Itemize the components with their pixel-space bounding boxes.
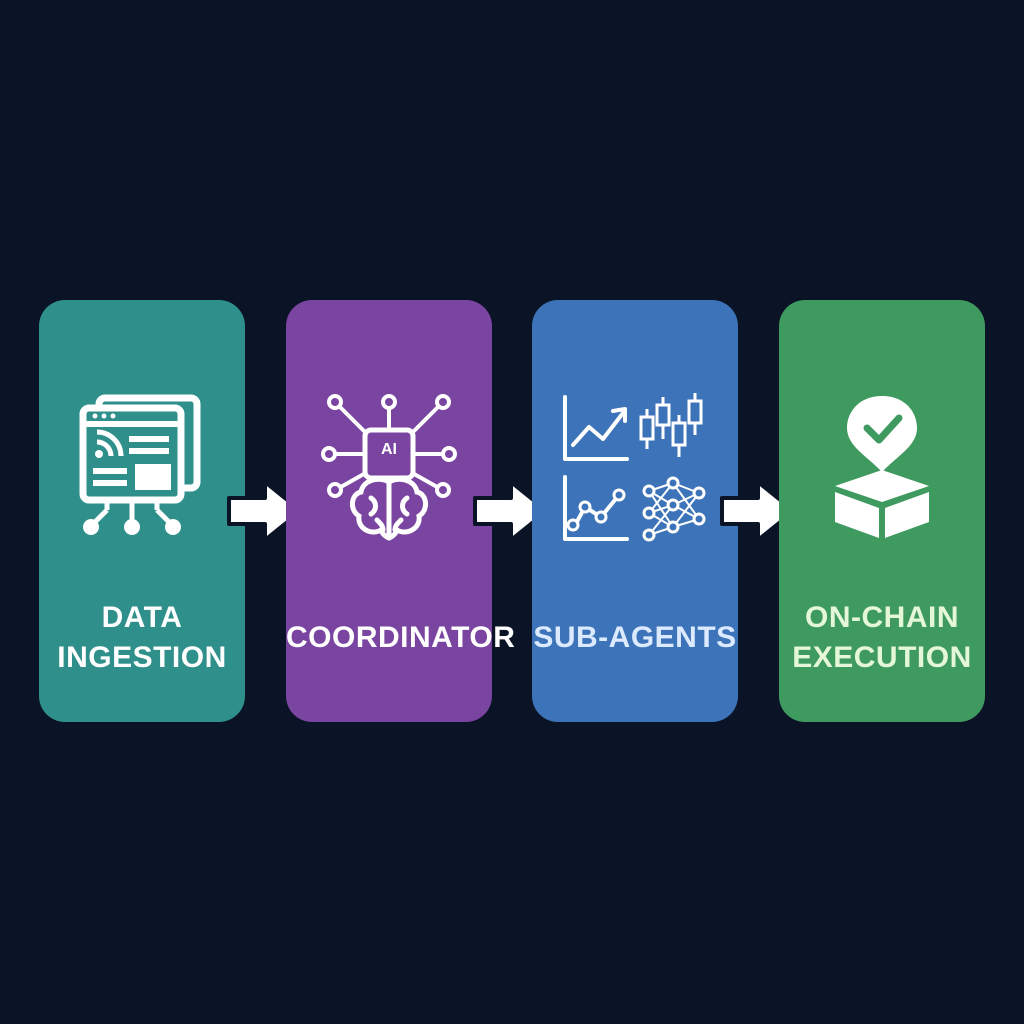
step-label: SUB-AGENTS xyxy=(532,618,738,658)
ai-brain-icon: AI xyxy=(286,382,492,552)
arrow-right-icon xyxy=(227,480,303,542)
news-feed-icon xyxy=(39,382,245,552)
checkmark-box-icon xyxy=(779,382,985,552)
step-data-ingestion: DATA INGESTION xyxy=(39,300,245,722)
step-label-line: INGESTION xyxy=(57,641,227,674)
step-label-line: SUB-AGENTS xyxy=(533,621,737,654)
arrow-right-icon xyxy=(720,480,796,542)
analytics-grid-icon xyxy=(532,382,738,552)
ai-badge: AI xyxy=(381,441,397,458)
step-on-chain-execution: ON-CHAIN EXECUTION xyxy=(779,300,985,722)
step-coordinator: AI COORDINATOR xyxy=(286,300,516,722)
step-label: COORDINATOR xyxy=(286,618,516,658)
step-label-line: ON-CHAIN xyxy=(805,601,959,634)
step-label: ON-CHAIN EXECUTION xyxy=(779,598,985,678)
step-sub-agents: SUB-AGENTS xyxy=(532,300,738,722)
step-label-line: EXECUTION xyxy=(792,641,972,674)
arrow-right-icon xyxy=(473,480,549,542)
step-label-line: COORDINATOR xyxy=(286,621,516,654)
step-label: DATA INGESTION xyxy=(39,598,245,678)
step-label-line: DATA xyxy=(101,601,183,634)
